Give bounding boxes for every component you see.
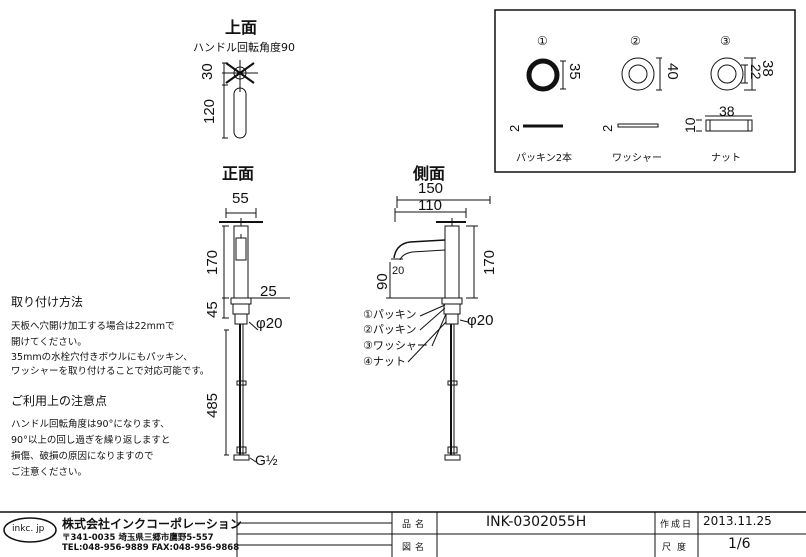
spout-height-dim: 90 xyxy=(374,273,391,290)
side-height-dim: 170 xyxy=(481,249,498,275)
callout-1: ①パッキン xyxy=(363,308,417,321)
part-2-caption: ワッシャー xyxy=(612,153,662,164)
side-view-title: 側面 xyxy=(413,164,446,183)
part-3-width: 38 xyxy=(719,103,735,119)
date-value: 2013.11.25 xyxy=(703,514,772,528)
part-1-num: ① xyxy=(537,34,548,48)
caution-line: 損傷、破損の原因になりますので xyxy=(11,451,154,462)
install-line: 開けてください。 xyxy=(11,337,87,348)
product-name: INK-0302055H xyxy=(486,514,587,530)
scale-label: 尺度 xyxy=(662,543,693,553)
part-2-num: ② xyxy=(630,34,641,48)
thread-size: G½ xyxy=(255,452,278,468)
part-2-dia: 40 xyxy=(664,63,681,80)
callout-3: ③ワッシャー xyxy=(363,339,428,352)
company-address: 〒341-0035 埼玉県三郷市鷹野5-557 xyxy=(62,533,214,543)
top-dim-30: 30 xyxy=(199,63,216,80)
part-3-inner-dia: 22 xyxy=(748,64,764,80)
front-offset-dim: 25 xyxy=(260,283,277,300)
cautions-heading: ご利用上の注意点 xyxy=(11,394,108,408)
front-view-title: 正面 xyxy=(222,164,255,183)
drawing-name-label: 図名 xyxy=(402,543,429,553)
company-logo: inkc. jp xyxy=(12,524,45,534)
part-3-caption: ナット xyxy=(711,153,741,164)
install-line: ワッシャーを取り付けることで対応可能です。 xyxy=(11,366,210,377)
front-hole-dia: φ20 xyxy=(256,315,283,332)
top-dim-120: 120 xyxy=(201,98,218,124)
side-overall-dim: 150 xyxy=(418,180,444,197)
part-2-thick: 2 xyxy=(600,124,615,132)
part-1-dia: 35 xyxy=(566,63,583,80)
front-width-dim: 55 xyxy=(232,190,249,207)
install-line: 35mmの水栓穴付きボウルにもパッキン、 xyxy=(11,352,193,363)
company-name: 株式会社インクコーポレーション xyxy=(62,517,242,531)
front-base-dim: 45 xyxy=(204,301,221,318)
date-label: 作成日 xyxy=(660,520,694,530)
top-view-title: 上面 xyxy=(225,18,258,37)
part-3-num: ③ xyxy=(720,34,731,48)
caution-line: ハンドル回転角度は90°になります、 xyxy=(11,419,170,430)
caution-line: 90°以上の回し過ぎを繰り返しますと xyxy=(11,435,171,446)
company-contact: TEL:048-956-9889 FAX:048-956-9868 xyxy=(62,543,240,553)
caution-line: ご注意ください。 xyxy=(11,467,88,478)
handle-rotation-note: ハンドル回転角度90 xyxy=(193,41,295,54)
scale-value: 1/6 xyxy=(728,536,751,552)
callout-2: ②パッキン xyxy=(363,323,417,336)
callout-4: ④ナット xyxy=(363,355,406,368)
product-name-label: 品名 xyxy=(402,520,429,530)
side-reach-dim: 110 xyxy=(418,197,442,214)
part-3-height: 10 xyxy=(682,117,698,133)
hose-length-dim: 485 xyxy=(204,392,221,418)
install-heading: 取り付け方法 xyxy=(11,295,84,309)
spout-dia-dim: 20 xyxy=(392,265,405,277)
part-1-caption: パッキン2本 xyxy=(516,153,573,164)
side-hole-dia: φ20 xyxy=(467,312,494,329)
front-height-dim: 170 xyxy=(204,249,221,275)
part-1-thick: 2 xyxy=(507,124,522,132)
install-line: 天板へ穴開け加工する場合は22mmで xyxy=(11,321,175,332)
